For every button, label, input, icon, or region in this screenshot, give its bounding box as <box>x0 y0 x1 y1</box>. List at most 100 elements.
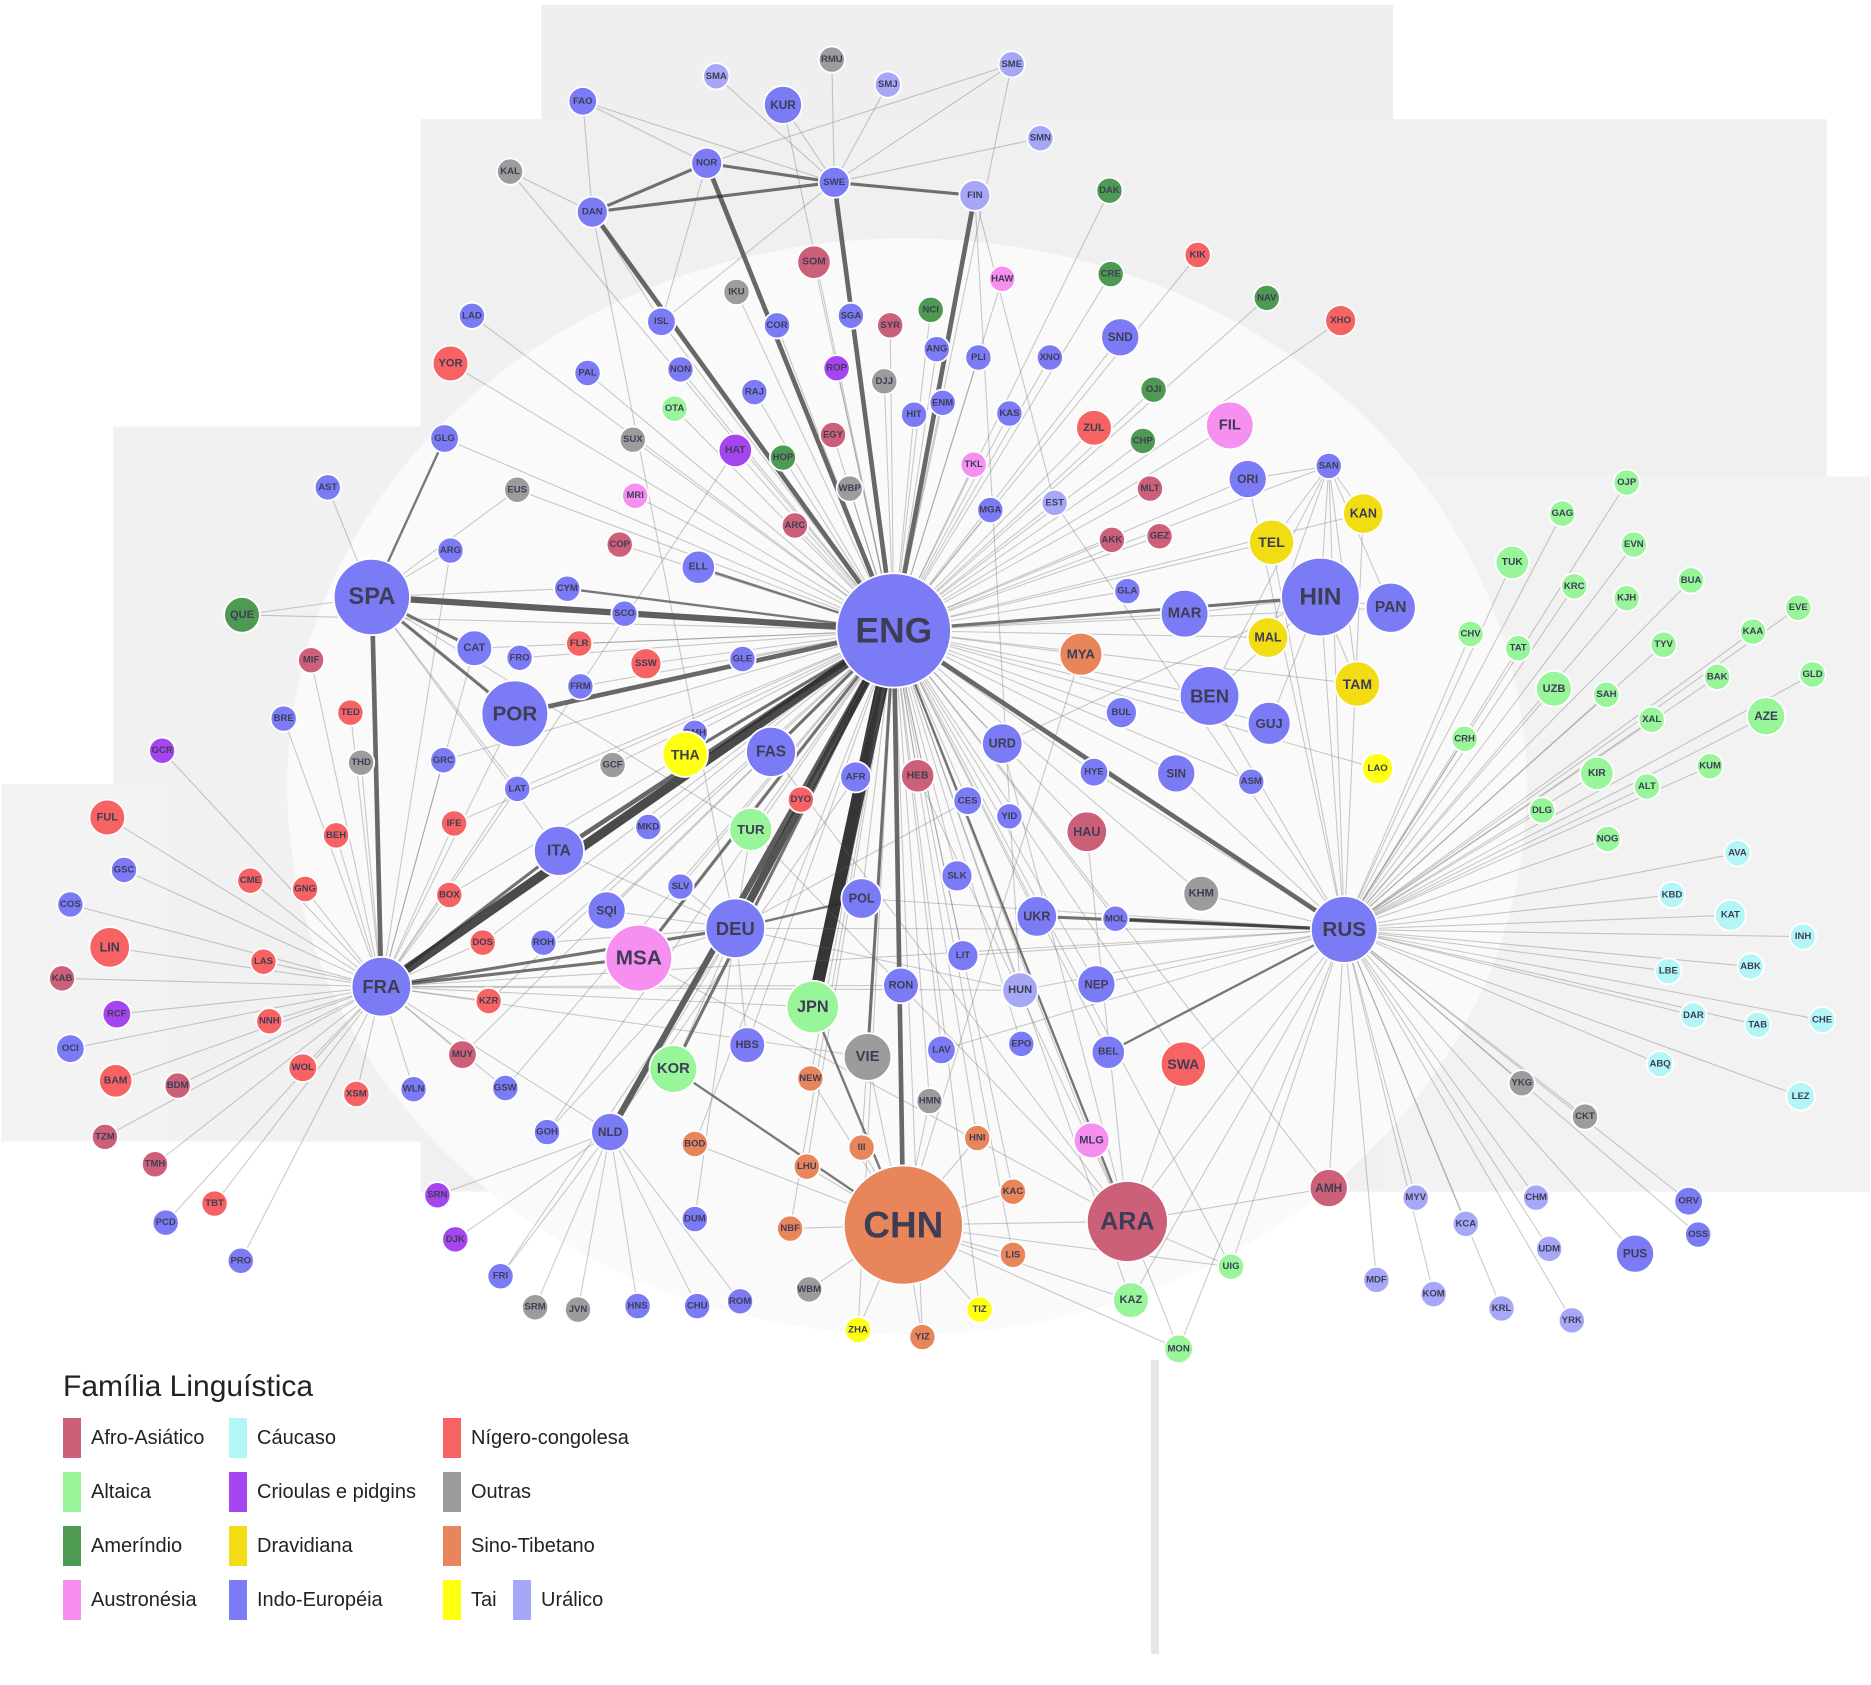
node-kaa[interactable]: KAA <box>1738 617 1767 646</box>
node-box[interactable]: BOX <box>435 880 464 909</box>
node-kac[interactable]: KAC <box>998 1177 1027 1206</box>
node-pli[interactable]: PLI <box>964 343 993 372</box>
node-ykg[interactable]: YKG <box>1507 1069 1536 1098</box>
node-zul[interactable]: ZUL <box>1075 409 1113 447</box>
node-orv[interactable]: ORV <box>1673 1185 1704 1217</box>
node-ita[interactable]: ITA <box>533 824 585 877</box>
node-cop[interactable]: COP <box>605 530 634 559</box>
node-crh[interactable]: CRH <box>1450 724 1479 753</box>
node-kas[interactable]: KAS <box>995 399 1024 428</box>
node-wbm[interactable]: WBM <box>795 1275 824 1304</box>
node-kom[interactable]: KOM <box>1419 1280 1448 1309</box>
node-srn[interactable]: SRN <box>423 1181 452 1210</box>
node-xsm[interactable]: XSM <box>342 1079 371 1108</box>
node-xal[interactable]: XAL <box>1637 705 1666 734</box>
node-rcf[interactable]: RCF <box>101 998 133 1030</box>
node-yiz[interactable]: YIZ <box>908 1323 937 1352</box>
node-chn[interactable]: CHN <box>842 1164 964 1286</box>
node-uig[interactable]: UIG <box>1217 1252 1246 1281</box>
node-goh[interactable]: GOH <box>533 1118 562 1147</box>
node-mlt[interactable]: MLT <box>1135 474 1164 503</box>
node-lez[interactable]: LEZ <box>1785 1081 1816 1112</box>
node-bul[interactable]: BUL <box>1105 696 1138 729</box>
node-dlg[interactable]: DLG <box>1528 796 1557 825</box>
node-cor[interactable]: COR <box>763 311 792 340</box>
node-ojp[interactable]: OJP <box>1612 468 1641 497</box>
node-ron[interactable]: RON <box>882 966 920 1005</box>
node-dan[interactable]: DAN <box>575 195 609 229</box>
node-grc[interactable]: GRC <box>429 746 458 775</box>
node-chv[interactable]: CHV <box>1456 619 1485 648</box>
node-flr[interactable]: FLR <box>565 629 594 658</box>
node-tab[interactable]: TAB <box>1743 1010 1772 1039</box>
node-new[interactable]: NEW <box>796 1064 825 1093</box>
node-gld[interactable]: GLD <box>1798 660 1827 689</box>
node-bel[interactable]: BEL <box>1090 1034 1126 1070</box>
node-hau[interactable]: HAU <box>1065 810 1108 853</box>
node-djj[interactable]: DJJ <box>870 367 899 396</box>
node-ben[interactable]: BEN <box>1178 665 1241 727</box>
node-kal[interactable]: KAL <box>496 157 525 186</box>
node-amh[interactable]: AMH <box>1308 1168 1349 1209</box>
node-epo[interactable]: EPO <box>1007 1029 1036 1058</box>
node-bdm[interactable]: BDM <box>163 1071 192 1100</box>
node-hni[interactable]: HNI <box>963 1124 992 1153</box>
node-gla[interactable]: GLA <box>1113 577 1142 606</box>
node-nbf[interactable]: NBF <box>776 1214 805 1243</box>
node-lis[interactable]: LIS <box>998 1240 1027 1269</box>
node-cme[interactable]: CME <box>236 866 265 895</box>
node-hit[interactable]: HIT <box>900 400 929 429</box>
node-gle[interactable]: GLE <box>728 644 757 673</box>
node-rom[interactable]: ROM <box>726 1287 755 1316</box>
node-hye[interactable]: HYE <box>1078 756 1110 788</box>
node-tbt[interactable]: TBT <box>200 1189 229 1218</box>
node-ara[interactable]: ARA <box>1085 1180 1169 1263</box>
node-afr[interactable]: AFR <box>839 760 873 794</box>
node-mlg[interactable]: MLG <box>1072 1121 1111 1160</box>
node-cos[interactable]: COS <box>56 890 85 919</box>
node-kjh[interactable]: KJH <box>1612 584 1641 613</box>
node-msa[interactable]: MSA <box>604 923 674 993</box>
node-mal[interactable]: MAL <box>1246 616 1290 659</box>
node-eus[interactable]: EUS <box>503 475 532 504</box>
node-ces[interactable]: CES <box>952 785 983 816</box>
node-kan[interactable]: KAN <box>1342 492 1385 535</box>
node-pro[interactable]: PRO <box>226 1246 255 1275</box>
node-kur[interactable]: KUR <box>763 84 803 125</box>
node-gsc[interactable]: GSC <box>109 855 138 884</box>
node-yid[interactable]: YID <box>995 802 1024 831</box>
node-tha[interactable]: THA <box>661 730 709 778</box>
node-oji[interactable]: OJI <box>1139 375 1168 404</box>
node-hat[interactable]: HAT <box>717 432 753 469</box>
node-tat[interactable]: TAT <box>1504 634 1533 663</box>
node-tel[interactable]: TEL <box>1248 518 1296 566</box>
node-che[interactable]: CHE <box>1808 1006 1837 1035</box>
node-dos[interactable]: DOS <box>468 928 497 957</box>
node-hns[interactable]: HNS <box>623 1292 652 1321</box>
node-fas[interactable]: FAS <box>745 726 797 778</box>
node-pus[interactable]: PUS <box>1615 1233 1655 1274</box>
node-sme[interactable]: SME <box>997 50 1026 79</box>
node-lit[interactable]: LIT <box>946 939 980 973</box>
node-fao[interactable]: FAO <box>567 86 598 117</box>
node-mkd[interactable]: MKD <box>634 813 663 842</box>
node-lhu[interactable]: LHU <box>792 1152 821 1181</box>
node-kca[interactable]: KCA <box>1451 1209 1480 1238</box>
node-alt[interactable]: ALT <box>1632 772 1661 801</box>
node-wbp[interactable]: WBP <box>835 474 864 503</box>
node-rmu[interactable]: RMU <box>817 45 846 74</box>
node-tkl[interactable]: TKL <box>959 450 988 479</box>
node-myv[interactable]: MYV <box>1401 1183 1430 1212</box>
node-dar[interactable]: DAR <box>1679 1001 1708 1030</box>
node-ssw[interactable]: SSW <box>629 647 663 681</box>
node-glg[interactable]: GLG <box>429 423 460 454</box>
node-xno[interactable]: XNO <box>1035 343 1064 372</box>
node-iii[interactable]: III <box>847 1133 876 1162</box>
node-eng[interactable]: ENG <box>835 572 952 689</box>
node-pal[interactable]: PAL <box>573 358 602 387</box>
node-ukr[interactable]: UKR <box>1015 895 1058 938</box>
node-asm[interactable]: ASM <box>1237 767 1266 796</box>
node-lav[interactable]: LAV <box>926 1034 957 1066</box>
node-heb[interactable]: HEB <box>900 758 936 794</box>
node-ast[interactable]: AST <box>313 473 342 502</box>
